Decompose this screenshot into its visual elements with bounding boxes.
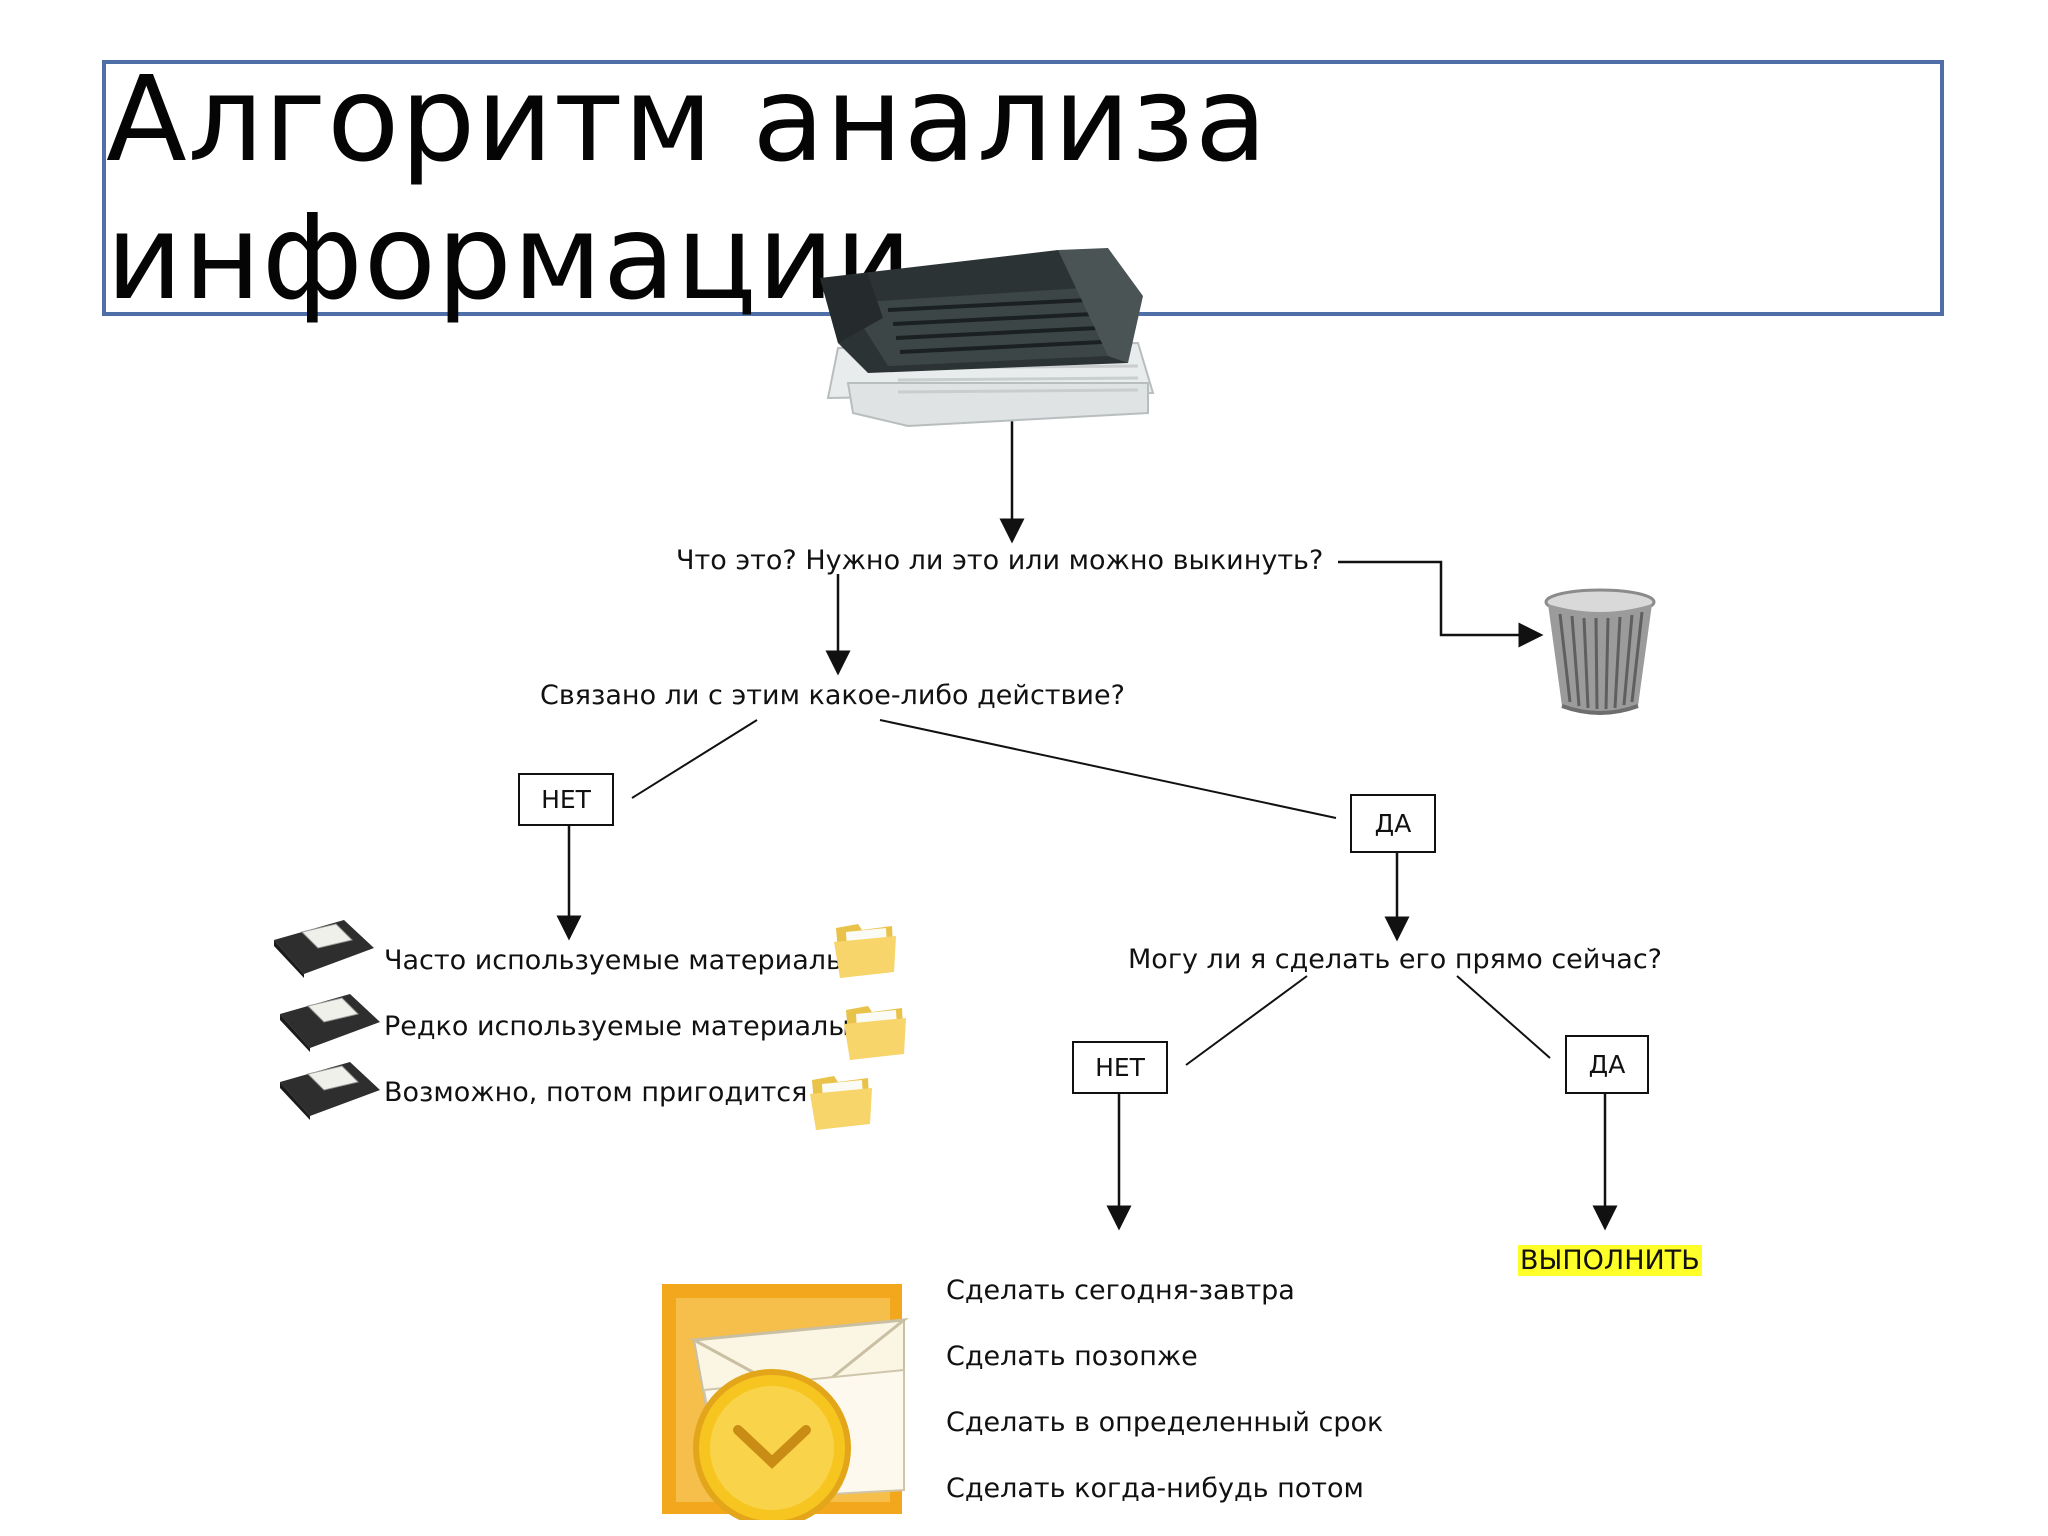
storage-item-rare: Редко используемые материалы — [384, 1011, 850, 1042]
decision-yes-box: ДА — [1350, 794, 1436, 853]
line-q3-to-no2 — [1185, 975, 1308, 1066]
do-item-today-tomorrow: Сделать сегодня-завтра — [946, 1275, 1295, 1306]
trash-bin-icon — [1544, 588, 1656, 715]
folder-icon — [844, 1006, 906, 1060]
folder-icon — [834, 924, 896, 978]
file-box-icon — [280, 1062, 380, 1120]
line-q3-to-yes2 — [1456, 975, 1551, 1059]
file-box-icon — [274, 920, 374, 978]
storage-item-frequent: Часто используемые материалы — [384, 945, 848, 976]
decision-yes-box-2: ДА — [1565, 1035, 1649, 1094]
decision-no-box: НЕТ — [518, 773, 614, 826]
decision-no-box-2: НЕТ — [1072, 1041, 1168, 1094]
question-keep-or-discard: Что это? Нужно ли это или можно выкинуть… — [676, 545, 1324, 576]
question-action-required: Связано ли с этим какое-либо действие? — [540, 680, 1125, 711]
do-item-later: Сделать позопже — [946, 1341, 1198, 1372]
line-q2-to-yes1 — [879, 719, 1337, 819]
do-item-someday: Сделать когда-нибудь потом — [946, 1473, 1364, 1504]
do-item-deadline: Сделать в определенный срок — [946, 1407, 1384, 1438]
slide-title: Алгоритм анализа информации — [106, 50, 1269, 326]
line-q2-to-no1 — [631, 719, 758, 799]
storage-item-maybe: Возможно, потом пригодится — [384, 1077, 808, 1108]
question-do-now: Могу ли я сделать его прямо сейчас? — [1128, 944, 1663, 975]
arrow-q1-to-trash — [1338, 560, 1544, 648]
folder-icon — [810, 1076, 872, 1130]
file-box-icon — [280, 994, 380, 1052]
document-tray-icon — [820, 248, 1155, 428]
execute-label: ВЫПОЛНИТЬ — [1518, 1245, 1702, 1276]
outlook-icon — [662, 1284, 909, 1520]
execute-label-text: ВЫПОЛНИТЬ — [1518, 1245, 1702, 1276]
